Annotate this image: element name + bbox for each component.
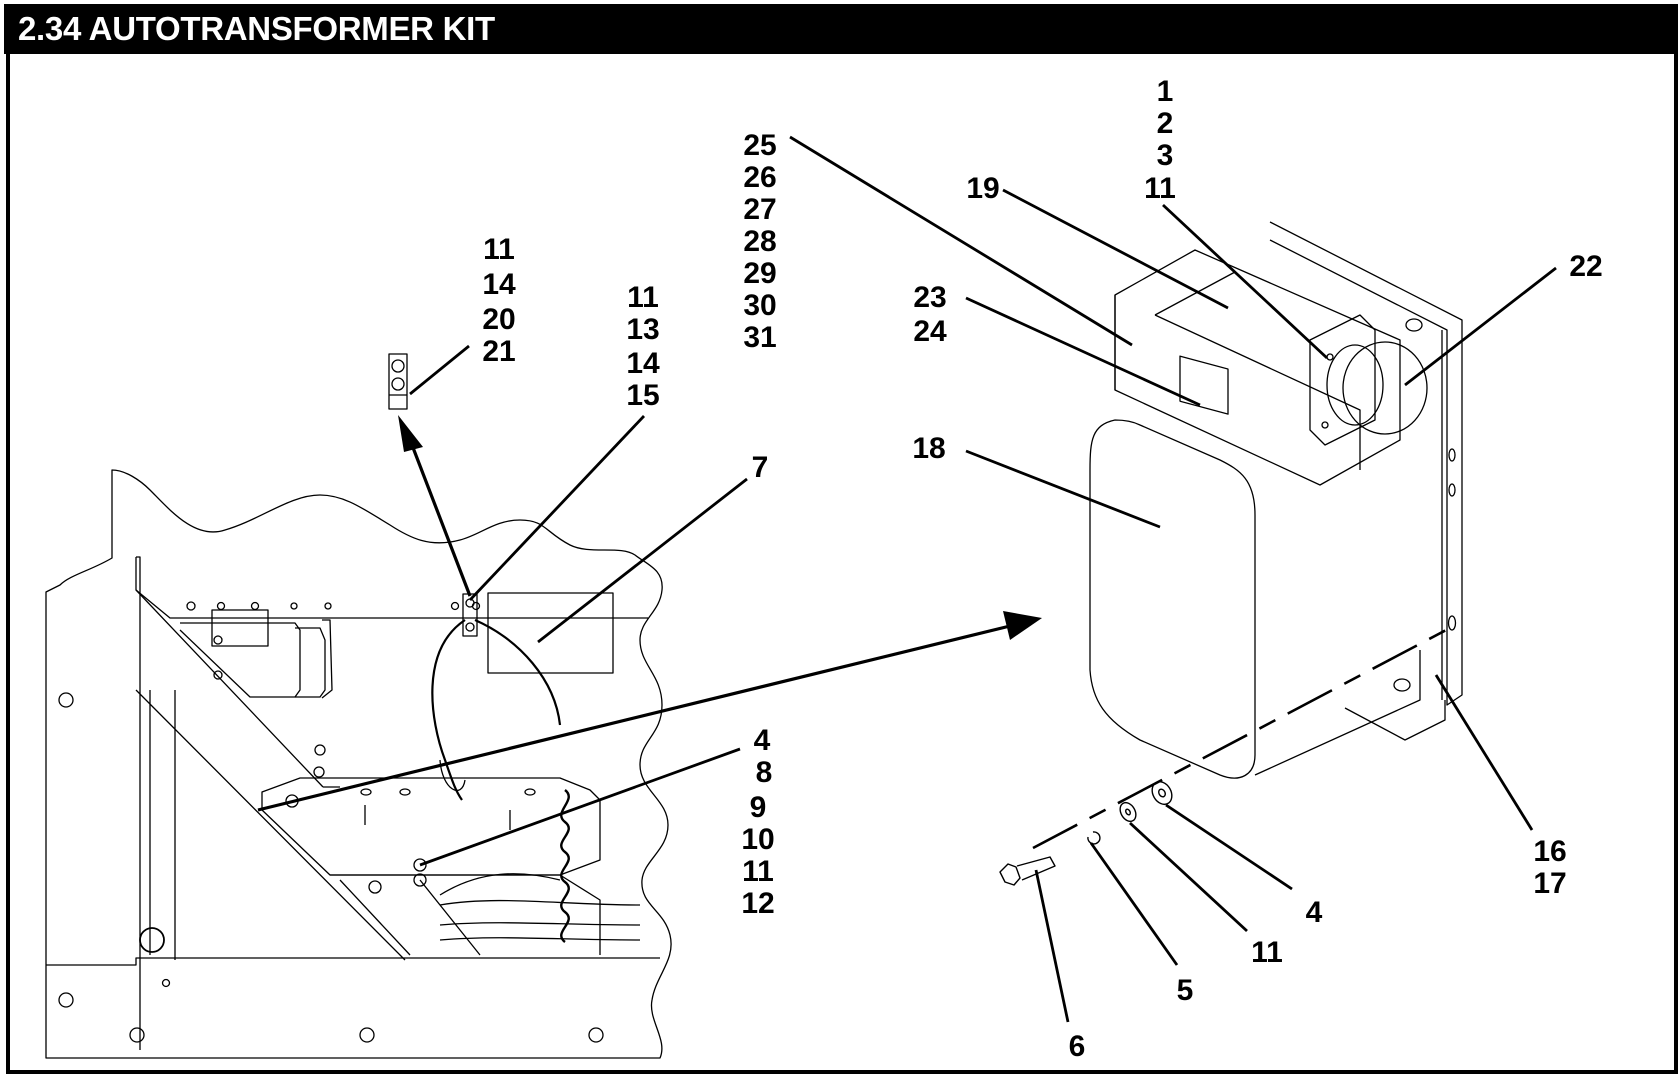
leader-22 [1404, 266, 1557, 387]
callout-label: 10 [741, 823, 774, 856]
callout-label: 28 [743, 225, 776, 258]
callout-label: 14 [482, 268, 516, 301]
mounting-plate [261, 777, 601, 876]
leader-lines [409, 135, 1557, 1023]
callout-label: 15 [626, 379, 659, 412]
autotransformer-assembly [999, 221, 1463, 886]
callout-label: 16 [1533, 835, 1566, 868]
callout-label: 2 [1157, 107, 1174, 140]
leader-19 [1002, 188, 1229, 310]
leader-21 [409, 344, 470, 396]
transformer-housing [1114, 249, 1401, 486]
title-bar: 2.34 AUTOTRANSFORMER KIT [4, 4, 1676, 54]
callout-label: 11 [742, 855, 774, 888]
flat-washer [1151, 780, 1173, 806]
callout-label: 3 [1157, 139, 1174, 172]
base-channel [46, 957, 660, 966]
terminal-clamp-mounted [462, 593, 478, 637]
callout-label: 29 [743, 257, 776, 290]
callout-label: 11 [627, 281, 659, 314]
cover-plate [487, 592, 614, 674]
callout-labels: 1 2 3 11 19 25 26 27 28 29 30 31 23 24 2… [482, 75, 1602, 1063]
callout-label: 11 [1144, 172, 1176, 205]
callout-label: 24 [913, 315, 947, 348]
detail-arrow-head [398, 415, 423, 452]
leader-23 [965, 296, 1201, 407]
callout-label: 6 [1069, 1030, 1086, 1063]
page-title: 2.34 AUTOTRANSFORMER KIT [18, 10, 495, 47]
explode-arrow-line [257, 624, 1011, 812]
grommet [139, 927, 165, 953]
detail-arrow-line [410, 444, 472, 597]
callout-label: 4 [754, 724, 771, 757]
leader-15 [468, 415, 646, 601]
callout-label: 22 [1569, 250, 1602, 283]
leader-11-right [1129, 821, 1248, 933]
leader-16 [1434, 674, 1534, 831]
callout-label: 31 [743, 321, 776, 354]
callout-label: 18 [912, 432, 945, 465]
leader-11-top [1162, 203, 1328, 360]
figure-frame [6, 4, 1678, 1074]
callout-label: 7 [752, 451, 769, 484]
housing-assembly [45, 469, 672, 1059]
leader-4-right [1165, 803, 1293, 891]
circuit-breaker [1179, 355, 1229, 415]
callout-label: 20 [482, 303, 515, 336]
callout-label: 11 [483, 233, 515, 266]
arrows [257, 415, 1042, 812]
callout-label: 30 [743, 289, 776, 322]
washer [1119, 801, 1137, 823]
lock-washer [1087, 831, 1101, 845]
mounting-bracket [1269, 221, 1463, 706]
channel-hole [58, 992, 74, 1008]
callout-label: 8 [756, 756, 773, 789]
fastener-centerline [1032, 626, 1451, 850]
mounting-nut [413, 858, 427, 872]
callout-label: 13 [626, 313, 659, 346]
callout-label: 27 [743, 193, 776, 226]
callout-label: 14 [626, 347, 660, 380]
callout-label: 12 [741, 887, 774, 920]
leader-6 [1034, 869, 1070, 1023]
terminal-clamp-detail [388, 353, 408, 410]
leader-5 [1089, 842, 1179, 966]
callout-label: 26 [743, 161, 776, 194]
callout-label: 23 [913, 281, 946, 314]
receptacle-flange [1309, 314, 1376, 446]
panel-hole [186, 601, 196, 611]
connector-box [179, 622, 301, 698]
callout-label: 11 [1251, 936, 1283, 969]
coiled-cable [560, 789, 570, 943]
bracket-slot [1447, 615, 1457, 631]
connector-screw [213, 635, 223, 645]
callout-label: 25 [743, 129, 776, 162]
receptacle-body [1342, 341, 1428, 435]
bracket-foot [1344, 700, 1446, 741]
diagonal-brace [135, 589, 406, 961]
callout-label: 19 [966, 172, 999, 205]
callout-label: 17 [1533, 867, 1566, 900]
transformer-enclosure [1089, 419, 1256, 779]
wire-loop [431, 619, 466, 801]
callout-label: 4 [1306, 896, 1323, 929]
callout-label: 1 [1157, 75, 1174, 108]
callout-label: 9 [750, 791, 767, 824]
explode-arrow-head [1003, 611, 1042, 640]
housing-cutaway-outline [45, 469, 672, 1059]
leader-18 [965, 449, 1161, 529]
hex-bolt [999, 856, 1056, 886]
leader-4-left [419, 747, 741, 867]
leader-7 [537, 477, 748, 644]
callout-label: 21 [482, 335, 515, 368]
callout-label: 5 [1177, 974, 1194, 1007]
leader-25 [789, 135, 1133, 347]
